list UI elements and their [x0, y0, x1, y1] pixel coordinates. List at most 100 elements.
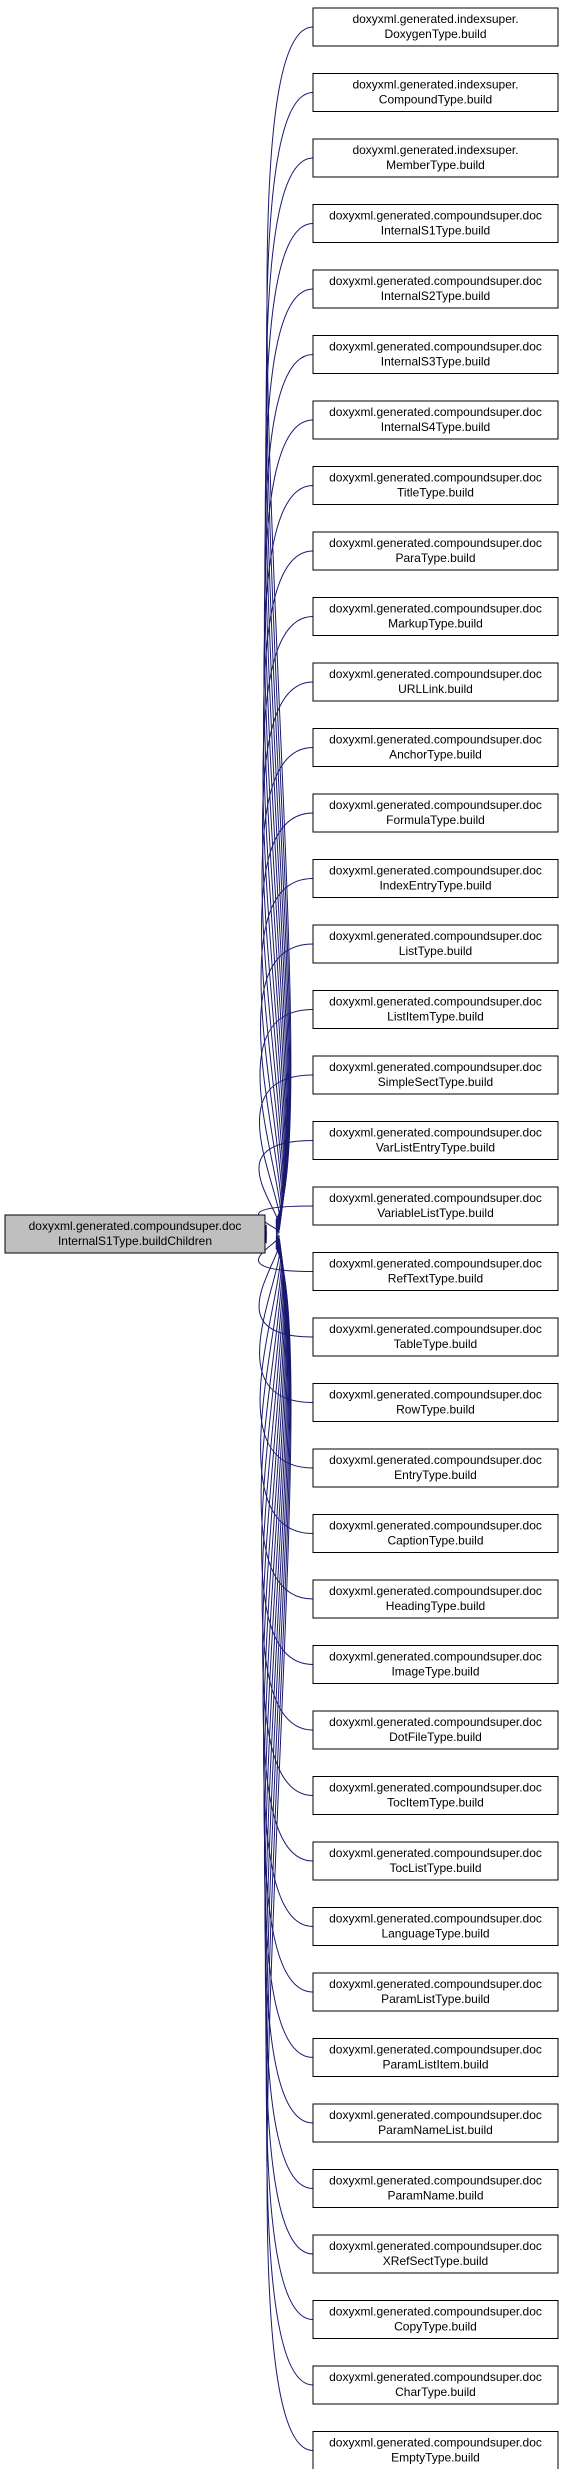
graph-node[interactable]: doxyxml.generated.compoundsuper.docParam… [312, 2103, 559, 2143]
graph-node[interactable]: doxyxml.generated.compoundsuper.docCopyT… [312, 2300, 559, 2339]
graph-node[interactable]: doxyxml.generated.compoundsuper.docListI… [312, 990, 559, 1029]
graph-node-line2: ParaType.build [395, 551, 475, 565]
graph-node-line1: doxyxml.generated.compoundsuper.doc [329, 471, 542, 485]
graph-node-line2: TableType.build [394, 1337, 477, 1351]
graph-edge [260, 878, 314, 1231]
graph-node-line1: doxyxml.generated.indexsuper. [352, 143, 518, 157]
graph-node-line1: doxyxml.generated.compoundsuper.doc [329, 1191, 542, 1205]
root-node-line1: doxyxml.generated.compoundsuper.doc [29, 1219, 242, 1233]
graph-node-line2: DoxygenType.build [384, 27, 486, 41]
graph-node-line2: ParamName.build [387, 2189, 483, 2203]
graph-node[interactable]: doxyxml.generated.compoundsuper.docParaT… [312, 531, 559, 571]
graph-node[interactable]: doxyxml.generated.compoundsuper.docHeadi… [312, 1579, 559, 1619]
graph-node[interactable]: doxyxml.generated.indexsuper.CompoundTyp… [312, 73, 559, 112]
graph-node-box [312, 1907, 559, 1946]
graph-node[interactable]: doxyxml.generated.compoundsuper.docCapti… [312, 1514, 559, 1553]
graph-node-box [312, 2234, 559, 2274]
graph-node[interactable]: doxyxml.generated.compoundsuper.docTocLi… [312, 1841, 559, 1881]
graph-node[interactable]: doxyxml.generated.indexsuper.MemberType.… [312, 138, 559, 178]
graph-node-line1: doxyxml.generated.compoundsuper.doc [329, 929, 542, 943]
graph-node-line2: InternalS2Type.build [381, 289, 490, 303]
graph-node-box [312, 2300, 559, 2339]
graph-edge [259, 1009, 314, 1232]
graph-node-box [312, 1776, 559, 1815]
graph-node-line1: doxyxml.generated.compoundsuper.doc [329, 2108, 542, 2122]
graph-node[interactable]: doxyxml.generated.compoundsuper.docImage… [312, 1645, 559, 1684]
graph-node-line1: doxyxml.generated.compoundsuper.doc [329, 1257, 542, 1271]
graph-node-box [312, 1252, 559, 1291]
graph-node-line1: doxyxml.generated.compoundsuper.doc [329, 1388, 542, 1402]
graph-node[interactable]: doxyxml.generated.compoundsuper.docTable… [312, 1317, 559, 1357]
graph-node-line1: doxyxml.generated.compoundsuper.doc [329, 995, 542, 1009]
graph-node-line1: doxyxml.generated.compoundsuper.doc [329, 1322, 542, 1336]
graph-node[interactable]: doxyxml.generated.compoundsuper.docEntry… [312, 1448, 559, 1488]
graph-node-box [312, 1055, 559, 1095]
graph-edge [265, 157, 314, 1222]
graph-node[interactable]: doxyxml.generated.compoundsuper.docListT… [312, 924, 559, 964]
graph-node-box [312, 2038, 559, 2077]
graph-node[interactable]: doxyxml.generated.compoundsuper.docDotFi… [312, 1710, 559, 1750]
graph-node-box [312, 859, 559, 898]
graph-edge [262, 616, 314, 1227]
graph-node[interactable]: doxyxml.generated.compoundsuper.docMarku… [312, 597, 559, 636]
graph-node-line2: AnchorType.build [389, 748, 482, 762]
graph-node[interactable]: doxyxml.generated.compoundsuper.docTitle… [312, 466, 559, 505]
graph-node[interactable]: doxyxml.generated.compoundsuper.docVaria… [312, 1186, 559, 1226]
graph-edge [258, 1233, 314, 1272]
graph-node[interactable]: doxyxml.generated.compoundsuper.docFormu… [312, 793, 559, 833]
graph-node-line1: doxyxml.generated.compoundsuper.doc [329, 1126, 542, 1140]
graph-node[interactable]: doxyxml.generated.compoundsuper.docSimpl… [312, 1055, 559, 1095]
graph-node[interactable]: doxyxml.generated.compoundsuper.docParam… [312, 2038, 559, 2077]
graph-node-line1: doxyxml.generated.compoundsuper.doc [329, 667, 542, 681]
graph-edge [262, 681, 314, 1228]
graph-node-line1: doxyxml.generated.compoundsuper.doc [329, 209, 542, 223]
graph-node-line2: InternalS4Type.build [381, 420, 490, 434]
graph-node-box [312, 2169, 559, 2208]
graph-node[interactable]: doxyxml.generated.compoundsuper.docInter… [312, 335, 559, 374]
graph-node[interactable]: doxyxml.generated.compoundsuper.docXRefS… [312, 2234, 559, 2274]
graph-node-line2: TocItemType.build [387, 1796, 484, 1810]
root-node[interactable]: doxyxml.generated.compoundsuper.doc Inte… [4, 1214, 266, 1254]
root-node-line2: InternalS1Type.buildChildren [58, 1234, 212, 1248]
graph-node-box [312, 335, 559, 374]
graph-node-box [312, 400, 559, 440]
graph-edge [266, 1247, 314, 2451]
graph-node-box [312, 466, 559, 505]
graph-node-line2: InternalS1Type.build [381, 224, 490, 238]
graph-node[interactable]: doxyxml.generated.compoundsuper.docCharT… [312, 2365, 559, 2405]
graph-node-line1: doxyxml.generated.compoundsuper.doc [329, 1060, 542, 1074]
graph-node[interactable]: doxyxml.generated.compoundsuper.docVarLi… [312, 1121, 559, 1160]
graph-node-line2: ParamListType.build [381, 1992, 490, 2006]
graph-node-line2: MemberType.build [386, 158, 485, 172]
graph-node-box [312, 2431, 559, 2469]
graph-edge [261, 747, 314, 1229]
graph-node-box [312, 204, 559, 243]
graph-node-line1: doxyxml.generated.compoundsuper.doc [329, 405, 542, 419]
graph-node-line1: doxyxml.generated.compoundsuper.doc [329, 1650, 542, 1664]
graph-node[interactable]: doxyxml.generated.compoundsuper.docIndex… [312, 859, 559, 898]
graph-edge [262, 550, 314, 1227]
graph-node-line2: EntryType.build [394, 1468, 477, 1482]
graph-node[interactable]: doxyxml.generated.compoundsuper.docRefTe… [312, 1252, 559, 1291]
graph-node[interactable]: doxyxml.generated.compoundsuper.docParam… [312, 2169, 559, 2208]
graph-node-line1: doxyxml.generated.compoundsuper.doc [329, 2174, 542, 2188]
graph-node[interactable]: doxyxml.generated.compoundsuper.docLangu… [312, 1907, 559, 1946]
graph-edge [259, 1074, 314, 1233]
graph-node-line1: doxyxml.generated.compoundsuper.doc [329, 2239, 542, 2253]
graph-node[interactable]: doxyxml.generated.compoundsuper.docInter… [312, 204, 559, 243]
graph-node[interactable]: doxyxml.generated.compoundsuper.docAncho… [312, 728, 559, 767]
graph-node[interactable]: doxyxml.generated.compoundsuper.docParam… [312, 1972, 559, 2012]
graph-node[interactable]: doxyxml.generated.compoundsuper.docRowTy… [312, 1383, 559, 1422]
graph-node-line1: doxyxml.generated.compoundsuper.doc [329, 733, 542, 747]
graph-node[interactable]: doxyxml.generated.compoundsuper.docInter… [312, 400, 559, 440]
graph-node[interactable]: doxyxml.generated.compoundsuper.docInter… [312, 269, 559, 309]
graph-node-line2: EmptyType.build [391, 2451, 480, 2465]
graph-node-line1: doxyxml.generated.compoundsuper.doc [329, 1453, 542, 1467]
graph-node[interactable]: doxyxml.generated.compoundsuper.docEmpty… [312, 2431, 559, 2469]
graph-node[interactable]: doxyxml.generated.compoundsuper.docTocIt… [312, 1776, 559, 1815]
graph-node[interactable]: doxyxml.generated.compoundsuper.docURLLi… [312, 662, 559, 702]
graph-node[interactable]: doxyxml.generated.indexsuper.DoxygenType… [312, 7, 559, 47]
graph-node-line1: doxyxml.generated.compoundsuper.doc [329, 274, 542, 288]
graph-node-line2: ListItemType.build [387, 1010, 484, 1024]
